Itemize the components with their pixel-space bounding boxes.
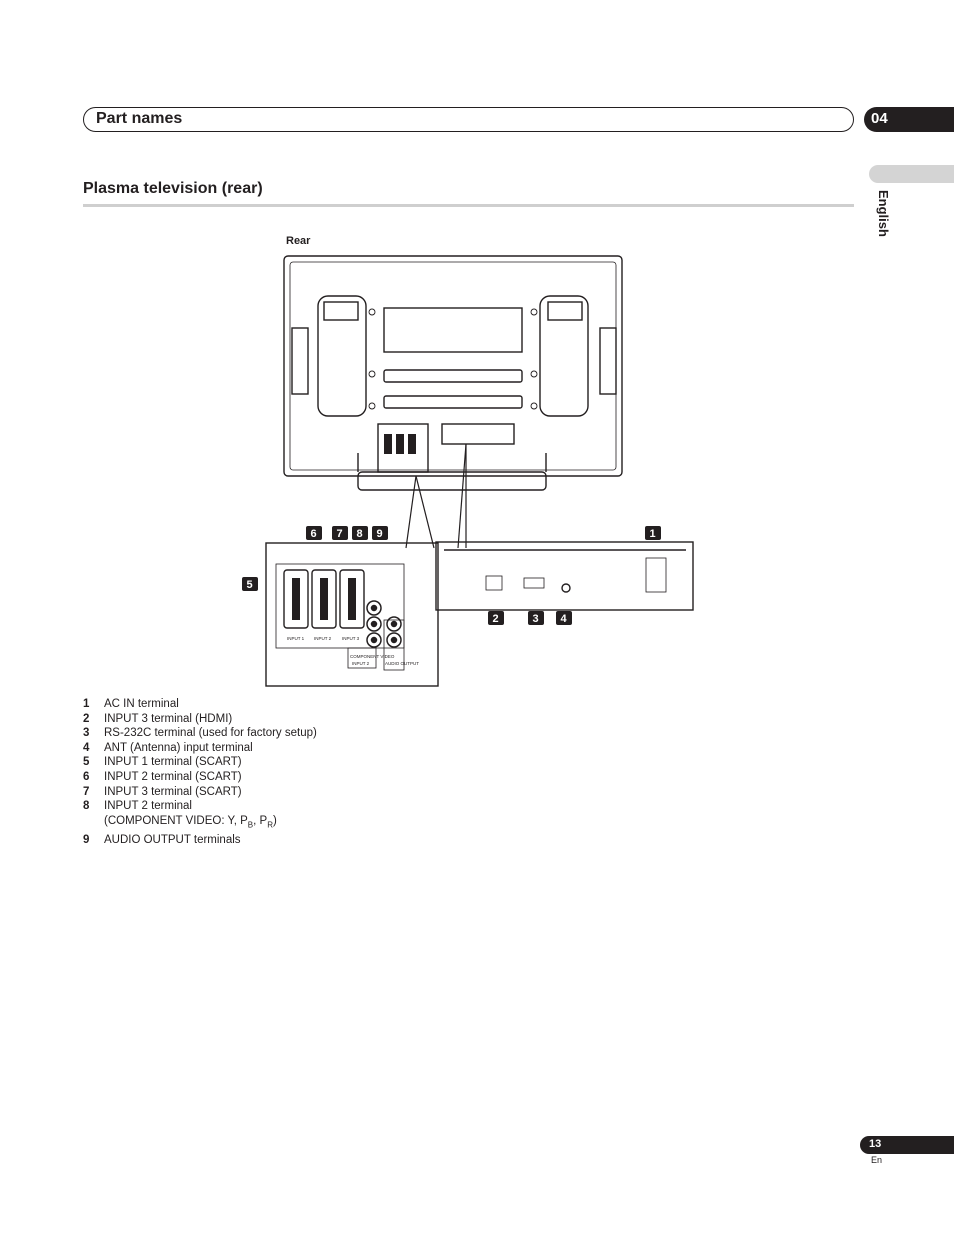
callout-1: 1	[645, 526, 661, 540]
page-number-tab: 13	[860, 1136, 954, 1154]
right-terminal-panel	[435, 541, 694, 611]
part-item-8: 8 INPUT 2 terminal (COMPONENT VIDEO: Y, …	[83, 800, 277, 830]
chapter-number: 04	[871, 110, 888, 127]
part-item-1: 1 AC IN terminal	[83, 698, 179, 710]
callout-4: 4	[556, 611, 572, 625]
callout-2: 2	[488, 611, 504, 625]
part-item-2: 2 INPUT 3 terminal (HDMI)	[83, 712, 233, 725]
svg-text:6: 6	[311, 528, 317, 540]
page-number: 13	[869, 1138, 882, 1150]
scart-pins	[292, 578, 356, 620]
rca-jacks	[366, 600, 402, 648]
input1-label: INPUT 1	[287, 636, 305, 641]
part-item-5: 5 INPUT 1 terminal (SCART)	[83, 756, 242, 769]
chapter-number-tab: 04	[864, 107, 954, 132]
language-tab	[869, 165, 954, 183]
callout-9: 9	[372, 526, 388, 540]
page-language: En	[871, 1155, 883, 1165]
input3-label: INPUT 3	[342, 636, 360, 641]
rear-view-label: Rear	[286, 235, 311, 247]
svg-text:1: 1	[650, 528, 656, 540]
svg-text:7: 7	[337, 528, 343, 540]
chapter-header-bar: Part names	[83, 107, 854, 132]
part-item-4: 4 ANT (Antenna) input terminal	[83, 741, 253, 754]
mount-screws	[368, 308, 538, 410]
part-item-6: 6 INPUT 2 terminal (SCART)	[83, 770, 242, 783]
tv-rear-panel	[283, 255, 623, 491]
callout-7: 7	[332, 526, 348, 540]
part-item-7: 7 INPUT 3 terminal (SCART)	[83, 785, 242, 798]
parts-list: 1 AC IN terminal 2 INPUT 3 terminal (HDM…	[83, 697, 317, 847]
part-item-3: 3 RS-232C terminal (used for factory set…	[83, 727, 317, 740]
input2-label: INPUT 2	[314, 636, 332, 641]
left-terminal-panel	[265, 542, 439, 687]
part-item-9: 9 AUDIO OUTPUT terminals	[83, 833, 241, 846]
callout-8: 8	[352, 526, 368, 540]
component-video-label: COMPONENT VIDEO	[350, 654, 395, 659]
component-input-label: INPUT 2	[352, 661, 370, 666]
svg-text:8: 8	[357, 528, 363, 540]
svg-text:9: 9	[377, 528, 383, 540]
callout-3: 3	[528, 611, 544, 625]
tv-rear-diagram: Rear	[242, 235, 694, 687]
svg-text:5: 5	[247, 579, 253, 591]
audio-output-label: AUDIO OUTPUT	[385, 661, 419, 666]
section-divider	[83, 204, 854, 207]
leader-lines	[405, 443, 467, 549]
callout-6: 6	[306, 526, 322, 540]
svg-text:4: 4	[561, 613, 568, 625]
chapter-title: Part names	[96, 110, 183, 127]
callout-5: 5	[242, 577, 258, 591]
svg-text:3: 3	[533, 613, 539, 625]
small-scart-cluster	[384, 434, 416, 454]
svg-text:2: 2	[493, 613, 499, 625]
language-label: English	[876, 190, 891, 237]
section-title: Plasma television (rear)	[83, 180, 263, 197]
